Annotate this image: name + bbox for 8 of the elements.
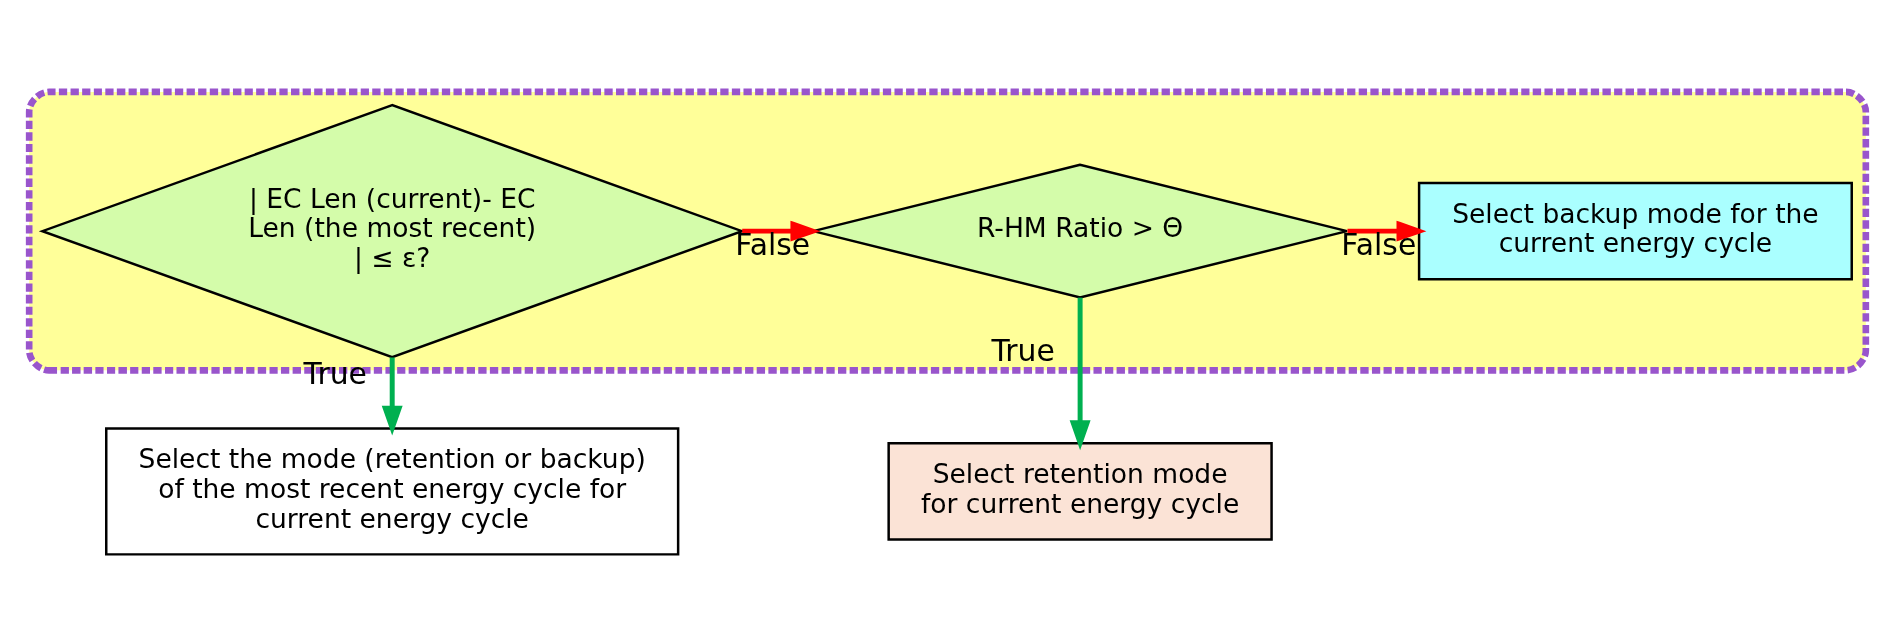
- node-box: Select backup mode for the current energy cycle: [1417, 181, 1853, 280]
- arrow: [1347, 220, 1427, 242]
- arrow: [742, 220, 821, 242]
- edge-label: True: [991, 332, 1055, 368]
- arrow: [1069, 297, 1091, 450]
- node-box: Select retention mode for current energy cycle: [887, 441, 1273, 541]
- arrow: [381, 357, 403, 436]
- node-box: Select the mode (retention or backup) of the most recent energy cycle for current energy cycle: [105, 426, 680, 556]
